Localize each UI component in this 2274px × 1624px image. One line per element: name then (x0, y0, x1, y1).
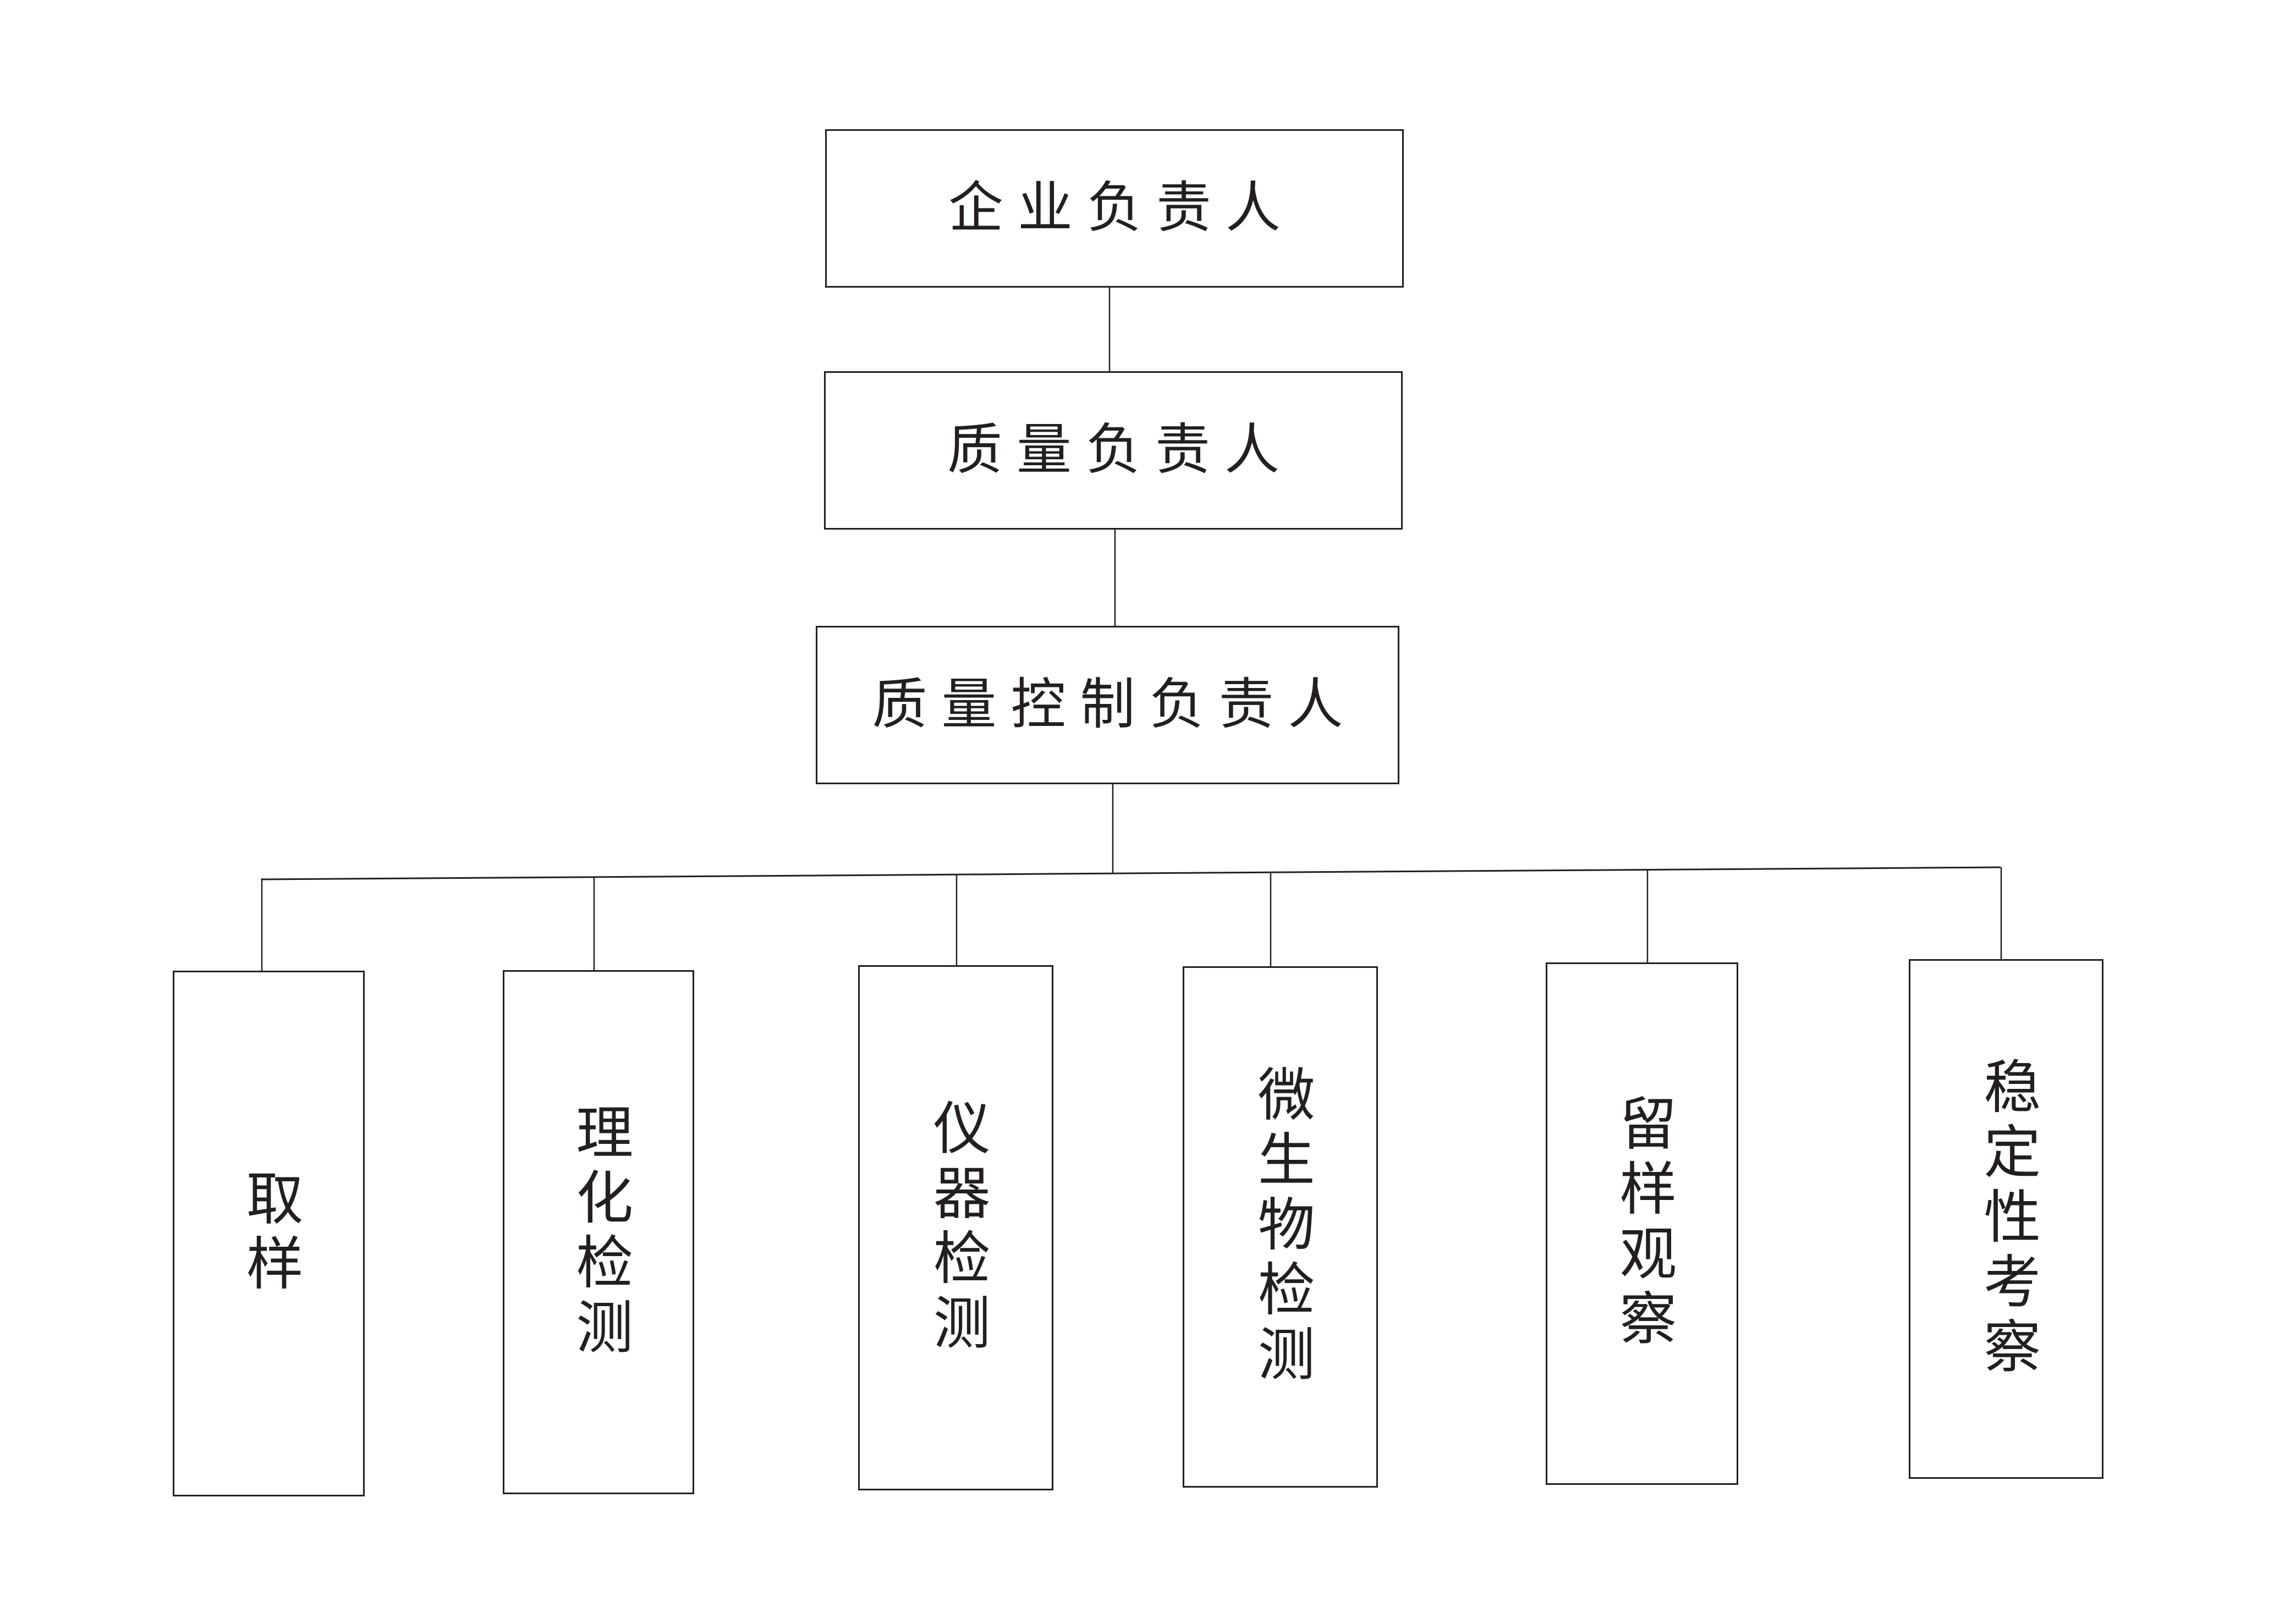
node-sampling: 取样 (173, 971, 365, 1496)
node-microbiological-testing: 微生物检测 (1183, 966, 1378, 1488)
node-label: 微生物检测 (1249, 1065, 1312, 1389)
node-label: 留样观察 (1610, 1094, 1674, 1353)
node-label: 企业负责人 (948, 178, 1295, 239)
node-label: 稳定性考察 (1974, 1056, 2038, 1381)
node-label: 仪器检测 (924, 1098, 988, 1358)
node-label: 质量负责人 (947, 420, 1294, 481)
node-enterprise-manager: 企业负责人 (825, 129, 1404, 288)
node-physical-chemical-testing: 理化检测 (503, 970, 694, 1494)
node-stability-study: 稳定性考察 (1909, 959, 2103, 1479)
node-label: 质量控制负责人 (872, 674, 1358, 735)
node-label: 取样 (237, 1169, 301, 1298)
node-instrument-testing: 仪器检测 (858, 965, 1053, 1490)
node-retained-sample-observation: 留样观察 (1546, 962, 1738, 1485)
node-label: 理化检测 (567, 1102, 630, 1362)
distributor-rail (261, 866, 2001, 880)
node-quality-control-manager: 质量控制负责人 (816, 626, 1399, 784)
node-quality-manager: 质量负责人 (824, 371, 1403, 530)
